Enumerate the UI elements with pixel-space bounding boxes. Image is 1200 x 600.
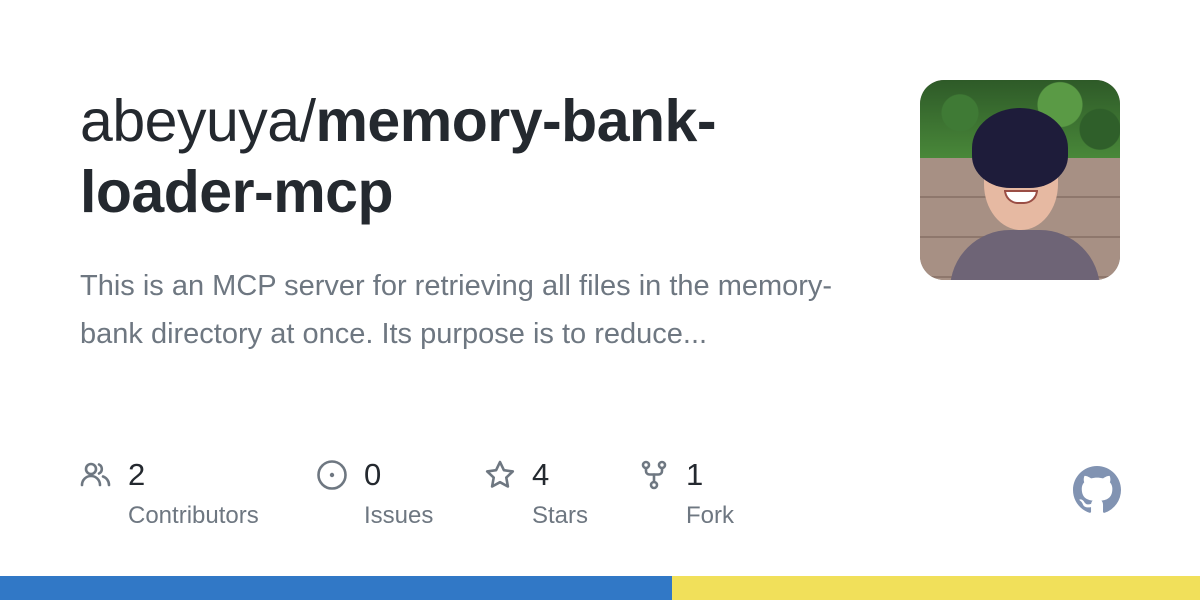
star-icon: [484, 459, 516, 491]
owner-avatar: [920, 80, 1120, 280]
github-mark-icon: [1073, 466, 1121, 514]
stars-count: 4: [532, 457, 550, 492]
repo-name-line1: memory-bank-: [315, 88, 717, 154]
stars-label: Stars: [532, 502, 589, 529]
issue-opened-icon: [316, 459, 348, 491]
issues-count: 0: [364, 457, 382, 492]
contributors-label: Contributors: [128, 502, 259, 529]
repo-owner: abeyuya/: [80, 88, 316, 154]
repo-description: This is an MCP server for retrieving all…: [80, 270, 833, 350]
language-segment-typescript: [0, 576, 672, 600]
repo-title: abeyuya/memory-bank- loader-mcp: [80, 86, 840, 228]
issues-label: Issues: [364, 502, 434, 529]
repo-name-line2: loader-mcp: [80, 159, 394, 225]
contributors-count: 2: [128, 457, 146, 492]
avatar-hair: [972, 108, 1068, 188]
repo-forked-icon: [638, 459, 670, 491]
forks-count: 1: [686, 457, 704, 492]
people-icon: [80, 459, 112, 491]
forks-label: Fork: [686, 502, 734, 529]
language-bar: [0, 576, 1200, 600]
language-segment-javascript: [672, 576, 1200, 600]
